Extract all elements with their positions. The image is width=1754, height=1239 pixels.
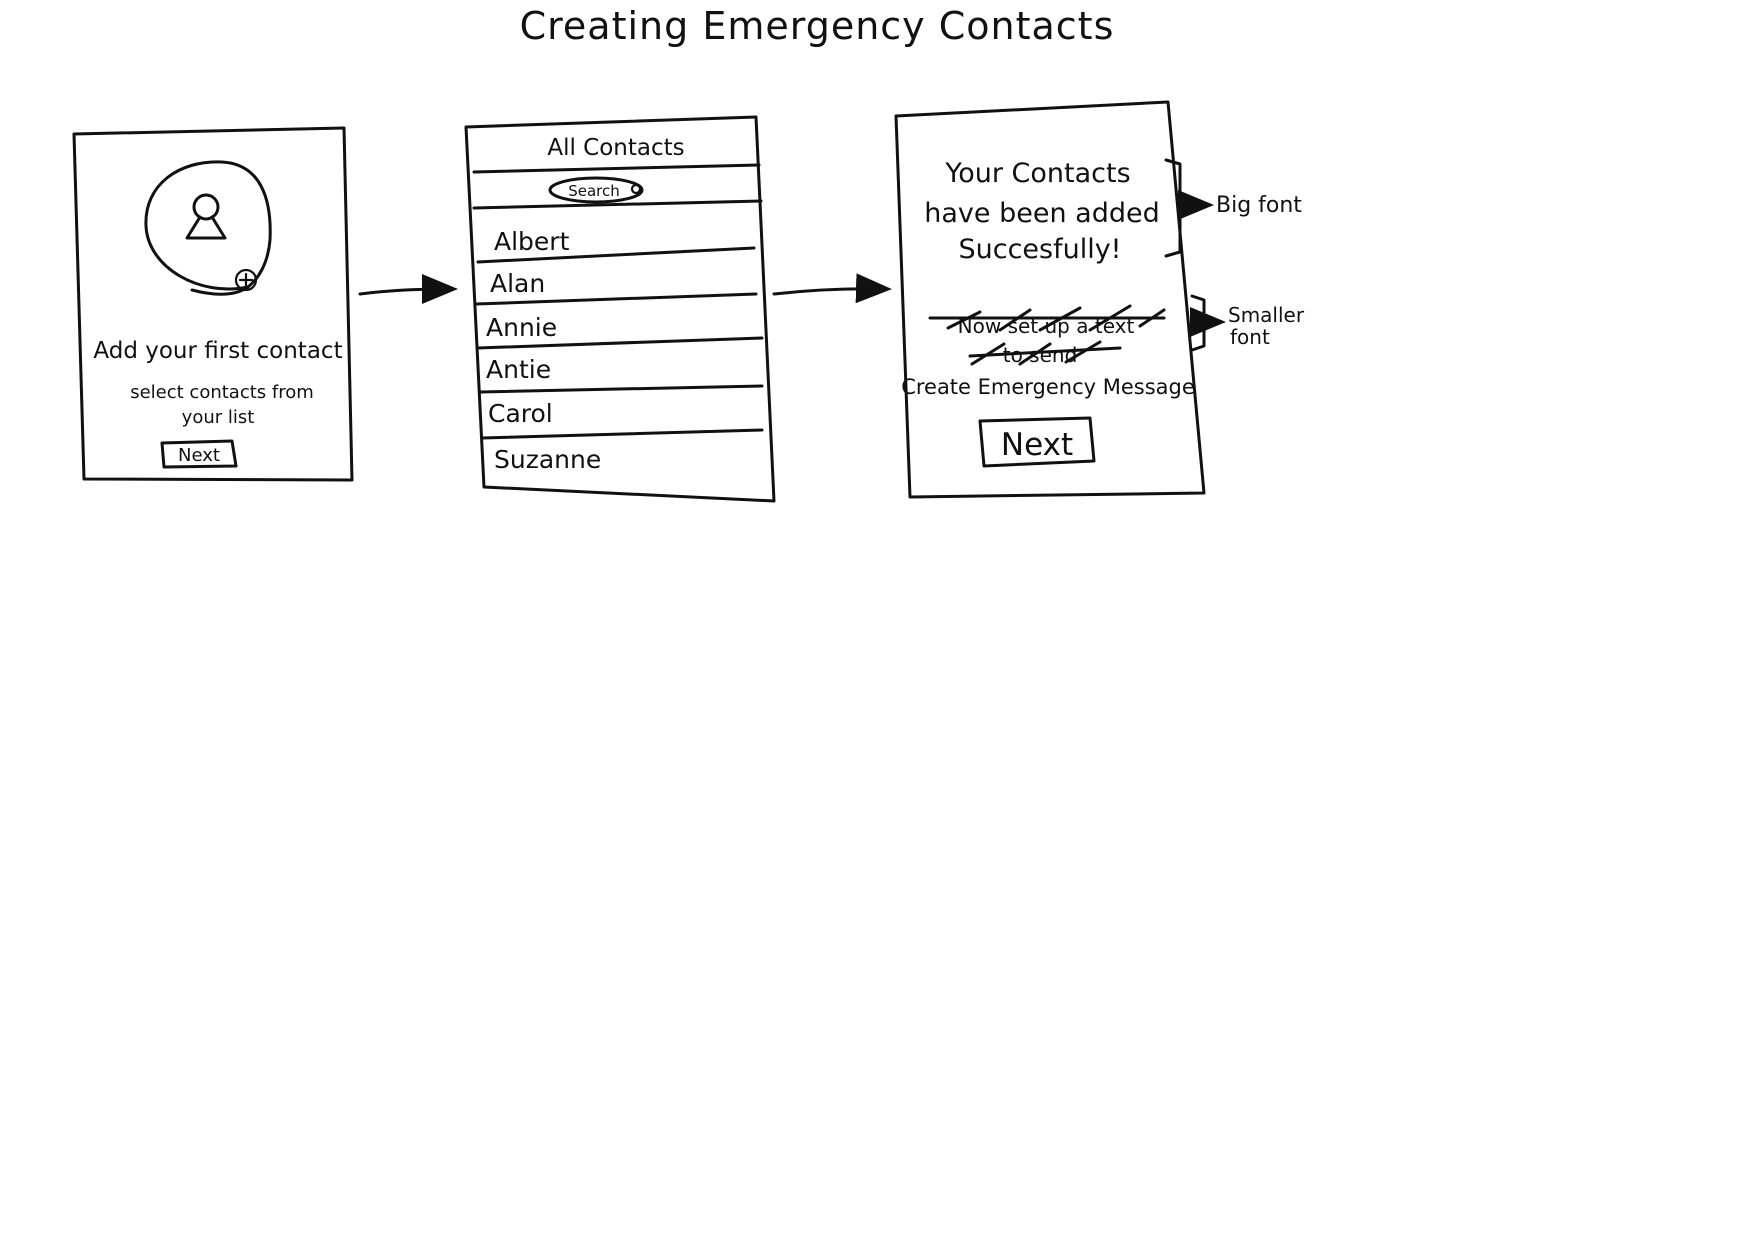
search-label: Search bbox=[568, 182, 620, 200]
next-button-label: Next bbox=[178, 445, 220, 466]
contact-item[interactable]: Annie bbox=[486, 313, 557, 342]
screen-frame bbox=[72, 126, 354, 482]
big-font-label: Big font bbox=[1216, 193, 1302, 218]
next-button-label: Next bbox=[1001, 427, 1073, 463]
contact-item[interactable]: Albert bbox=[494, 227, 570, 256]
all-contacts-heading: All Contacts bbox=[547, 135, 684, 161]
screen-frame bbox=[464, 115, 776, 503]
success-message-line1: Your Contacts bbox=[944, 158, 1130, 189]
struck-out-text: Now set up a text to send bbox=[928, 304, 1166, 367]
smaller-font-label: Smaller bbox=[1228, 303, 1305, 327]
select-contacts-text: select contacts from bbox=[130, 382, 314, 403]
select-contacts-text-line2: your list bbox=[182, 407, 255, 428]
page-title: Creating Emergency Contacts bbox=[519, 4, 1115, 48]
person-add-icon[interactable] bbox=[144, 160, 272, 296]
screen-contacts-added: Your Contacts have been added Succesfull… bbox=[894, 100, 1206, 499]
screen-all-contacts: All Contacts Search Albert Alan Annie An… bbox=[464, 115, 776, 503]
success-message-line2: have been added bbox=[924, 198, 1159, 229]
search-button[interactable]: Search bbox=[548, 176, 644, 204]
smaller-font-label-line2: font bbox=[1230, 325, 1270, 349]
success-message-line3: Succesfully! bbox=[958, 234, 1121, 265]
contact-item[interactable]: Alan bbox=[490, 269, 545, 298]
screen-frame bbox=[894, 100, 1206, 499]
next-button-screen3[interactable]: Next bbox=[978, 416, 1096, 468]
contact-item[interactable]: Antie bbox=[486, 355, 551, 384]
contact-list: Albert Alan Annie Antie Carol Suzanne bbox=[474, 227, 764, 474]
add-first-contact-heading: Add your first contact bbox=[93, 338, 342, 364]
annotation-smaller-font: Smaller font bbox=[1190, 294, 1305, 352]
flow-arrow-1 bbox=[358, 274, 458, 305]
create-emergency-message-link[interactable]: Create Emergency Message bbox=[901, 375, 1195, 399]
search-icon bbox=[630, 183, 642, 195]
flow-arrow-2 bbox=[772, 273, 892, 304]
screen-add-first-contact: Add your first contact select contacts f… bbox=[72, 126, 354, 482]
annotation-big-font: Big font bbox=[1164, 158, 1302, 258]
contact-item[interactable]: Carol bbox=[488, 399, 553, 428]
contact-item[interactable]: Suzanne bbox=[494, 445, 601, 474]
next-button-screen1[interactable]: Next bbox=[160, 439, 238, 469]
